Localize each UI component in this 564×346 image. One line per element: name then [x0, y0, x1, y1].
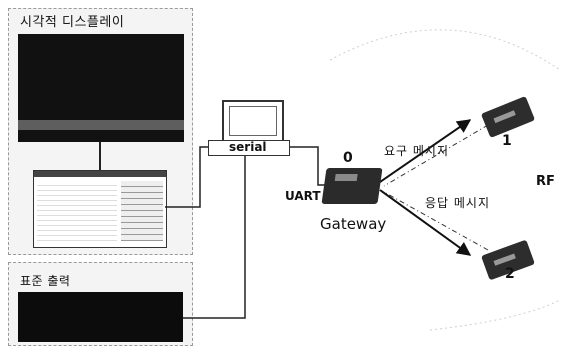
gateway-device: [321, 168, 382, 204]
uart-label: UART: [285, 189, 321, 203]
gateway-node-id: 0: [343, 150, 353, 166]
pc-monitor: [222, 100, 284, 142]
rf-node-2-id: 2: [505, 266, 515, 282]
rf-boundary-arc: [330, 30, 560, 70]
rf-node-1-id: 1: [502, 133, 512, 149]
console-to-pc-wire: [183, 154, 245, 318]
pc-to-gateway-wire: [288, 147, 326, 185]
serial-label: serial: [229, 140, 267, 154]
window-to-pc-wire: [165, 147, 208, 207]
rf-boundary-arc-lower: [430, 300, 560, 330]
rf-label: RF: [536, 174, 555, 189]
request-message-label: 요구 메시지: [384, 142, 449, 159]
gateway-name: Gateway: [320, 215, 386, 233]
response-message-label: 응답 메시지: [425, 194, 490, 211]
